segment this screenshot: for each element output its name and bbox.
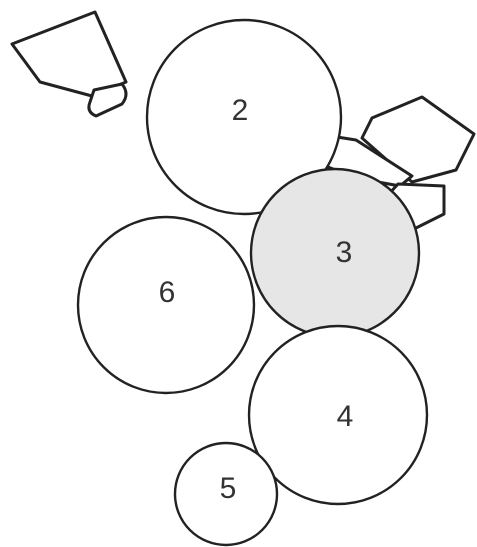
circle-2-label: 2	[232, 94, 249, 127]
circle-3: 3	[251, 169, 419, 337]
circle-5: 5	[175, 443, 277, 545]
circle-6: 6	[78, 217, 254, 393]
circle-3-label: 3	[336, 236, 353, 269]
rock-top-left-small	[89, 84, 126, 116]
rock-top-left	[12, 12, 126, 96]
circle-6-label: 6	[159, 276, 176, 309]
circle-4: 4	[249, 326, 427, 504]
circle-4-label: 4	[337, 400, 354, 433]
circle-5-label: 5	[220, 472, 237, 505]
